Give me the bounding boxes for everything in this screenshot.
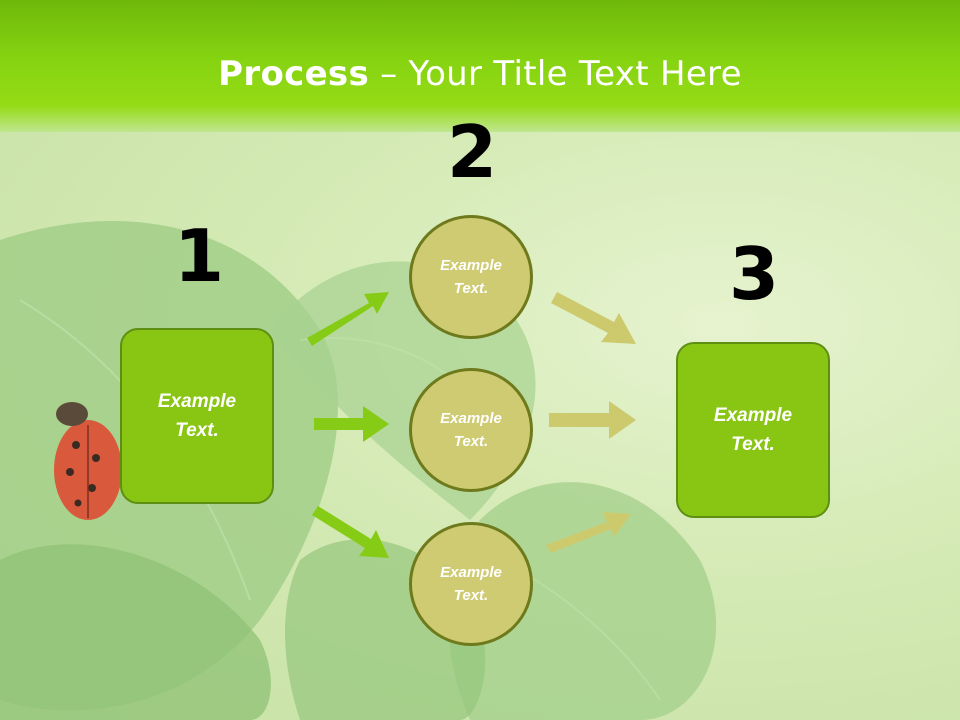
step-number-3: 3 [728,232,780,316]
arrow-green-middle [314,406,389,442]
leaf-shape [0,544,271,720]
ladybug-image [54,402,122,520]
circle-bottom: Example Text. [409,522,533,646]
circle-middle: Example Text. [409,368,533,492]
right-box-text: Example Text. [713,405,793,455]
arrow-olive-down [551,292,636,344]
circle-middle-text: Example Text. [440,410,502,450]
left-text-box: Example Text. [120,328,274,504]
arrow-olive-middle [549,401,636,439]
arrow-olive-up [546,512,631,553]
circle-top: Example Text. [409,215,533,339]
circle-top-text: Example Text. [440,257,502,297]
step-number-1: 1 [173,214,225,298]
step-number-2: 2 [446,110,498,194]
title-rest-text: – Your Title Text Here [369,54,742,94]
arrow-green-down [312,506,389,558]
title-band [0,0,960,132]
title-bold-text: Process [218,54,370,94]
left-box-text: Example Text. [157,391,237,441]
right-text-box: Example Text. [676,342,830,518]
circle-bottom-text: Example Text. [440,564,502,604]
arrow-green-up [307,292,389,346]
slide-title: Process – Your Title Text Here [0,54,960,94]
